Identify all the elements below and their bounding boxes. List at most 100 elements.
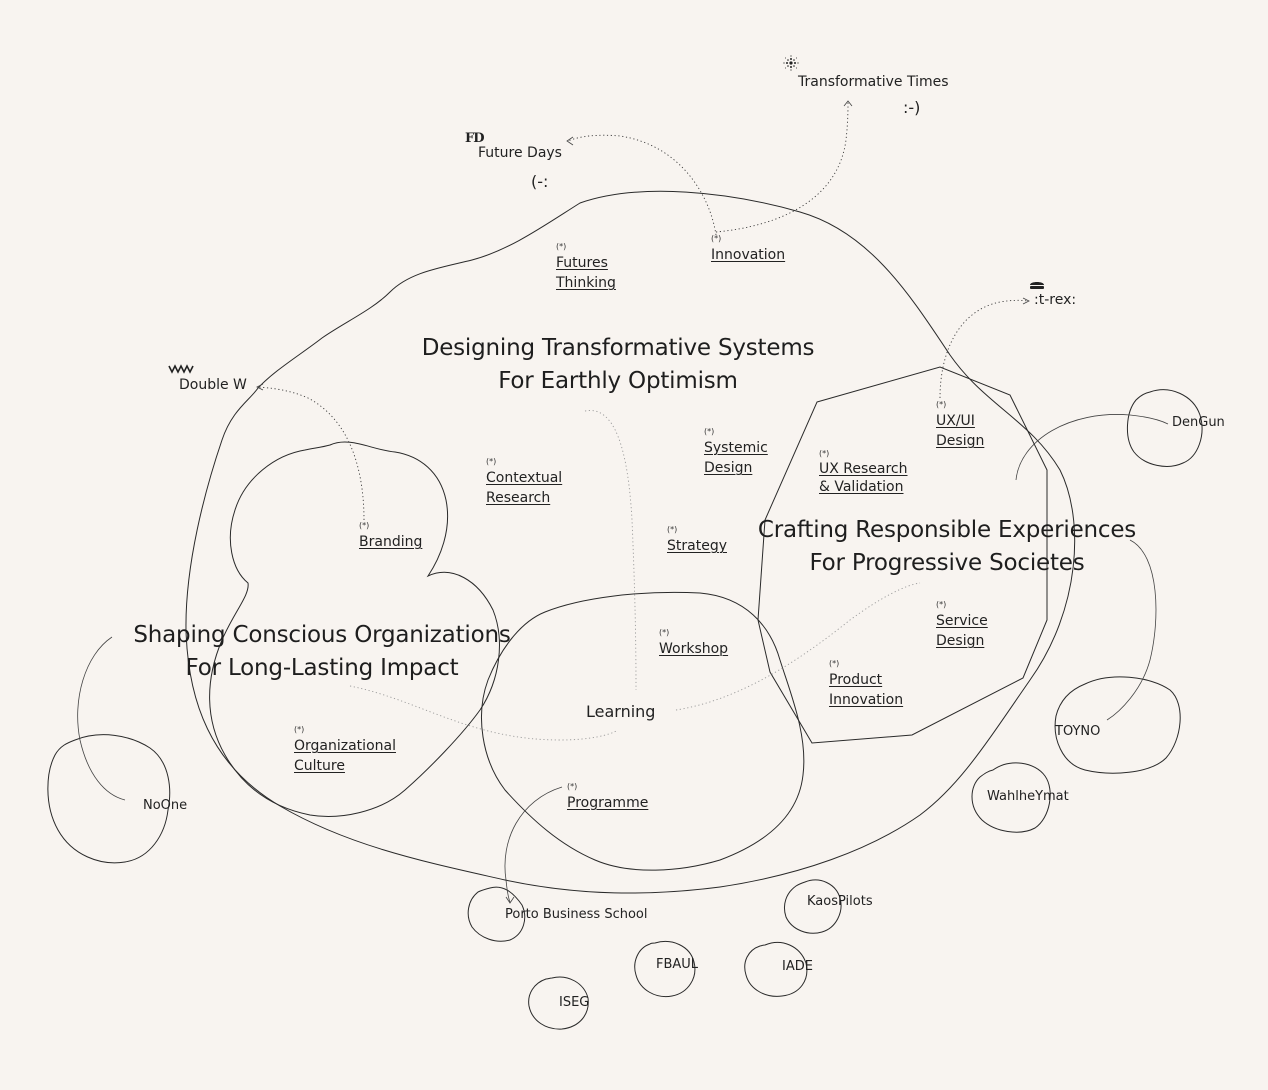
- topic-marker: (*): [667, 525, 678, 534]
- topic-systemic-design: (*) Systemic Design: [704, 427, 768, 478]
- dengun-blob-outline: [1127, 389, 1203, 467]
- topic-line: Design: [936, 633, 985, 649]
- partner-iade[interactable]: IADE: [782, 959, 813, 974]
- trex-arrowhead: [1022, 297, 1030, 305]
- topic-marker: (*): [711, 234, 722, 243]
- topic-marker: (*): [936, 600, 947, 609]
- topic-line: Design: [936, 433, 985, 449]
- iade-blob-outline: [744, 941, 808, 997]
- topic-marker: (*): [819, 449, 830, 458]
- topic-line: Design: [704, 460, 753, 476]
- topic-line: & Validation: [819, 479, 904, 495]
- project-transformative-times[interactable]: Transformative Times: [798, 74, 949, 90]
- porto-arrowhead: [505, 896, 515, 904]
- partner-iseg[interactable]: ISEG: [559, 995, 590, 1010]
- topic-product-innovation: (*) Product Innovation: [829, 659, 903, 710]
- contextual-research-link[interactable]: Contextual Research: [486, 468, 562, 508]
- programme-link[interactable]: Programme: [567, 795, 649, 811]
- topic-marker: (*): [556, 242, 567, 251]
- topic-marker: (*): [294, 725, 305, 734]
- workshop-link[interactable]: Workshop: [659, 641, 729, 657]
- partner-toyno[interactable]: TOYNO: [1055, 724, 1101, 739]
- headline-systems-line1: Designing Transformative Systems: [421, 335, 815, 361]
- topic-innovation: (*) Innovation: [711, 234, 785, 265]
- topic-programme: (*) Programme: [567, 782, 648, 813]
- topic-line: Futures: [556, 255, 608, 271]
- hub-learning: Learning: [586, 702, 656, 721]
- topic-workshop: (*) Workshop: [659, 628, 728, 659]
- experiences-learning-connector: [675, 582, 921, 711]
- future-days-logo-icon: FD: [465, 131, 484, 146]
- topic-branding: (*) Branding: [359, 521, 422, 552]
- innovation-link[interactable]: Innovation: [711, 247, 786, 263]
- double-w-logo-icon: [168, 364, 194, 374]
- ux-research-link[interactable]: UX Research & Validation: [819, 460, 908, 496]
- iseg-blob-outline: [528, 976, 589, 1030]
- headline-experiences: Crafting Responsible Experiences For Pro…: [727, 514, 1167, 580]
- organizations-learning-connector: [349, 685, 619, 741]
- systemic-design-link[interactable]: Systemic Design: [704, 438, 768, 478]
- topic-line: UX Research: [819, 461, 908, 477]
- headline-experiences-line1: Crafting Responsible Experiences: [757, 517, 1137, 543]
- topic-marker: (*): [567, 782, 578, 791]
- noone-connector: [77, 636, 126, 801]
- topic-ux-research: (*) UX Research & Validation: [819, 449, 908, 496]
- headline-organizations-line1: Shaping Conscious Organizations: [133, 622, 511, 648]
- future-days-arrowhead: [566, 136, 574, 146]
- headline-experiences-line2: For Progressive Societes: [809, 550, 1085, 576]
- topic-marker: (*): [659, 628, 670, 637]
- organizations-blob-outline: [209, 441, 500, 817]
- transformative-times-arrowhead: [843, 100, 853, 107]
- topic-line: Organizational: [294, 738, 396, 754]
- dengun-connector: [1015, 414, 1169, 481]
- strategy-link[interactable]: Strategy: [667, 538, 727, 554]
- transformative-times-face: :-): [903, 98, 921, 117]
- topic-contextual-research: (*) Contextual Research: [486, 457, 562, 508]
- partner-noone[interactable]: NoOne: [143, 798, 188, 813]
- headline-systems: Designing Transformative Systems For Ear…: [395, 332, 841, 398]
- topic-line: Innovation: [829, 692, 904, 708]
- partner-wahlheymat[interactable]: WahlheYmat: [987, 789, 1069, 804]
- project-future-days[interactable]: Future Days: [478, 145, 562, 161]
- partner-kaospilots[interactable]: KaosPilots: [807, 894, 873, 909]
- futures-thinking-link[interactable]: Futures Thinking: [556, 253, 616, 293]
- organizational-culture-link[interactable]: Organizational Culture: [294, 736, 396, 776]
- headline-organizations: Shaping Conscious Organizations For Long…: [102, 619, 542, 685]
- service-design-link[interactable]: Service Design: [936, 611, 988, 651]
- headline-systems-line2: For Earthly Optimism: [498, 368, 738, 394]
- toyno-connector: [1106, 539, 1157, 721]
- partner-fbaul[interactable]: FBAUL: [656, 957, 699, 972]
- programme-connector: [504, 786, 563, 903]
- topic-organizational-culture: (*) Organizational Culture: [294, 725, 396, 776]
- topic-ux-ui-design: (*) UX/UI Design: [936, 400, 984, 451]
- transformative-times-logo-icon: [783, 55, 799, 71]
- topic-marker: (*): [704, 427, 715, 436]
- topic-service-design: (*) Service Design: [936, 600, 988, 651]
- fbaul-blob-outline: [634, 941, 696, 998]
- topic-line: Thinking: [556, 275, 616, 291]
- topic-futures-thinking: (*) Futures Thinking: [556, 242, 616, 293]
- ux-ui-design-link[interactable]: UX/UI Design: [936, 411, 984, 451]
- topic-line: Contextual: [486, 470, 563, 486]
- topic-line: Research: [486, 490, 551, 506]
- toyno-blob-outline: [1054, 676, 1181, 774]
- trex-logo-icon: [1030, 282, 1044, 289]
- product-innovation-link[interactable]: Product Innovation: [829, 670, 903, 710]
- branding-link[interactable]: Branding: [359, 534, 423, 550]
- wahlheymat-blob-outline: [971, 762, 1051, 833]
- topic-line: Systemic: [704, 440, 768, 456]
- partner-dengun[interactable]: DenGun: [1172, 415, 1225, 430]
- topic-marker: (*): [486, 457, 497, 466]
- uxui-trex-connector: [939, 299, 1029, 399]
- topic-line: Service: [936, 613, 988, 629]
- noone-blob-outline: [47, 734, 171, 864]
- partner-porto-business-school[interactable]: Porto Business School: [505, 907, 648, 922]
- branding-double-w-connector: [257, 386, 365, 521]
- future-days-face: (-:: [531, 172, 549, 191]
- project-double-w[interactable]: Double W: [179, 377, 247, 393]
- project-trex[interactable]: :t-rex:: [1034, 292, 1077, 308]
- learning-blob-outline: [481, 591, 805, 871]
- topic-marker: (*): [936, 400, 947, 409]
